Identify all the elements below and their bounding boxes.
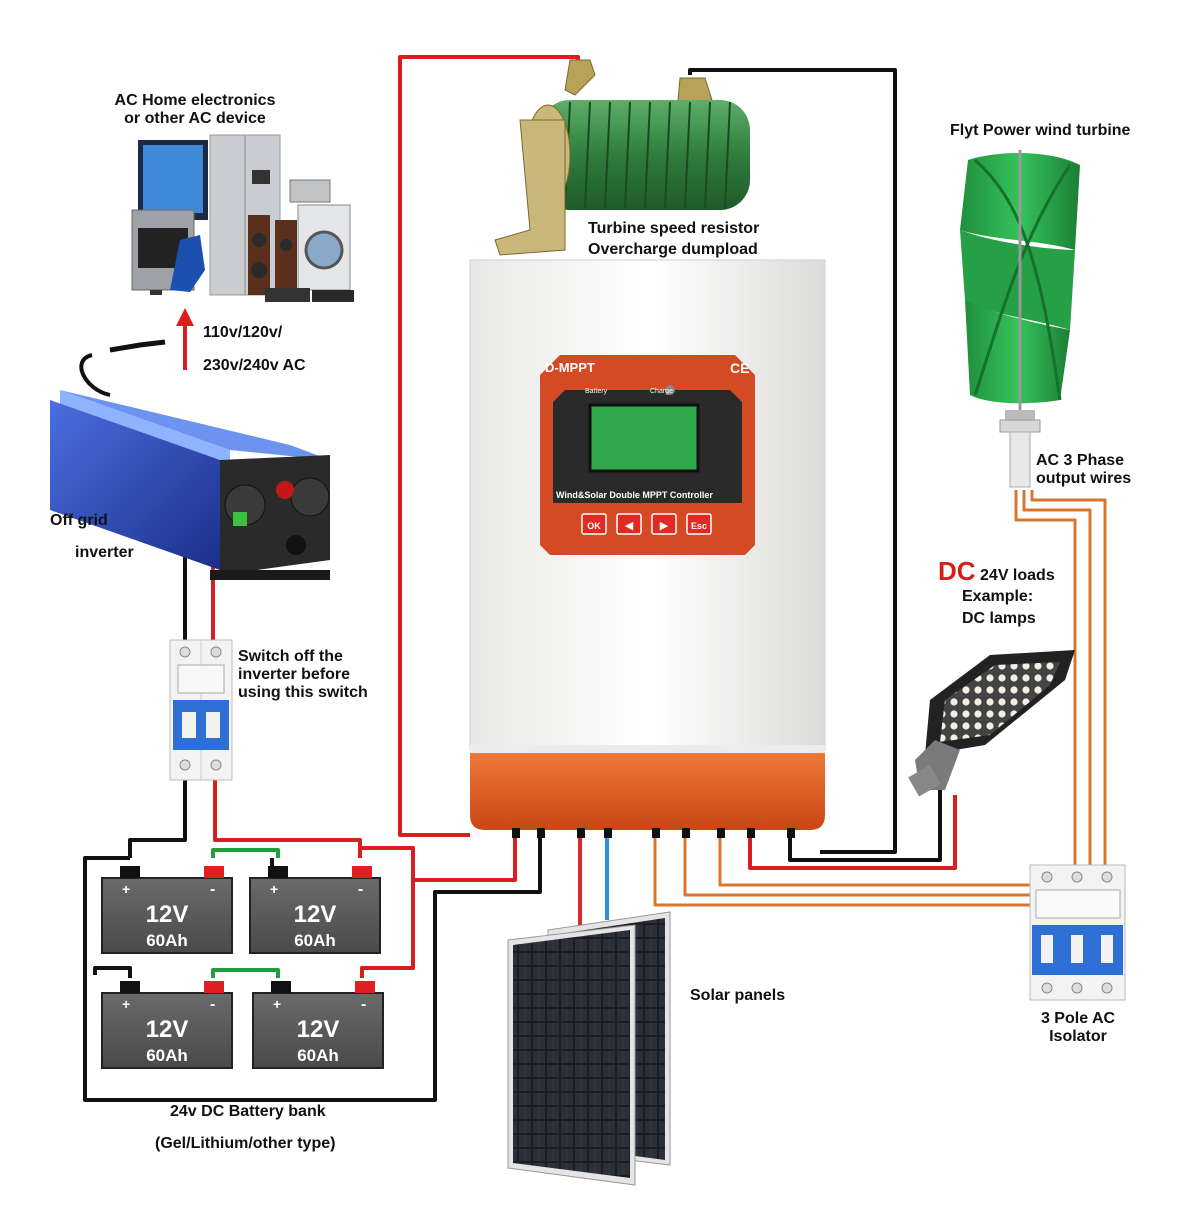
battery-4-voltage: 12V (297, 1016, 340, 1043)
controller-subtitle: Wind&Solar Double MPPT Controller (556, 490, 713, 500)
battery-3 (101, 981, 233, 1069)
turbine-ac-wire-b (1022, 490, 1092, 865)
dc-load-red-wire (748, 795, 957, 870)
solar-panels-label: Solar panels (690, 987, 786, 1004)
switch-negative-wire (128, 778, 187, 858)
switch-label-line2: inverter before (238, 666, 351, 683)
dc-example-line1: Example: (962, 588, 1034, 605)
inverter-illustration (50, 339, 330, 580)
ac-voltage-label-line1: 110v/120v/ (203, 324, 283, 341)
esc-button: Esc (691, 521, 707, 531)
controller-brand: D-MPPT (545, 360, 595, 375)
battery-2-capacity: 60Ah (294, 931, 336, 950)
ac-appliances-illustration (131, 134, 354, 302)
bank-red-link (358, 846, 415, 978)
isolator-label-line2: Isolator (1049, 1028, 1107, 1045)
battery-3-voltage: 12V (146, 1016, 189, 1043)
dc-street-lamp-illustration (908, 650, 1075, 797)
ac-wires-label-line2: output wires (1036, 470, 1132, 487)
dumpload-black-wire (688, 68, 897, 854)
dc-load-black-wire (788, 790, 942, 862)
ac-wires-label-line1: AC 3 Phase (1036, 452, 1125, 469)
battery-1-voltage: 12V (146, 901, 189, 928)
ac-isolator-illustration (1029, 864, 1126, 1001)
series-link-top (211, 848, 280, 858)
switch-positive-wire (213, 778, 362, 848)
ac-wire-2 (683, 835, 1040, 897)
turbine-ac-wire-c (1030, 490, 1107, 865)
left-button: ◀ (625, 520, 634, 532)
controller-cert: CE (730, 360, 749, 376)
resistor-label: Turbine speed resistor Overcharge dumplo… (588, 218, 759, 260)
inverter-label-line2: inverter (75, 544, 134, 561)
turbine-ac-wire-a (1014, 490, 1077, 865)
charge-indicator-label: Charge (650, 388, 673, 395)
ac-voltage-label-line2: 230v/240v AC (203, 357, 306, 374)
battery-4-minus: - (361, 996, 366, 1013)
ac-wire-1 (653, 835, 1045, 907)
ok-button: OK (587, 521, 601, 531)
isolator-label-line1: 3 Pole AC (1040, 1010, 1116, 1027)
battery-3-plus: + (122, 996, 130, 1012)
resistor-label-line1: Turbine speed resistor (588, 220, 760, 237)
turbine-label: Flyt Power wind turbine (950, 122, 1131, 139)
battery-negative-wire (83, 835, 542, 1102)
dc-prefix: DC (938, 556, 976, 586)
battery-2-minus: - (358, 881, 363, 898)
ac-device-label-line1: AC Home electronics (114, 92, 276, 109)
battery-bank-label-line2: (Gel/Lithium/other type) (155, 1135, 336, 1152)
dc-example-label-2: DC lamps (962, 610, 1036, 627)
switch-label-line3: using this switch (238, 684, 368, 701)
ac-arrow-head (176, 308, 194, 326)
battery-3-minus: - (210, 996, 215, 1013)
battery-4-plus: + (273, 996, 281, 1012)
battery-bank-label-line1: 24v DC Battery bank (170, 1103, 326, 1120)
resistor-label-line2: Overcharge dumpload (588, 241, 758, 258)
right-button: ▶ (660, 520, 669, 532)
ac-device-label: AC Home electronics or other AC device (100, 92, 290, 128)
mppt-controller (469, 259, 826, 838)
battery-1-capacity: 60Ah (146, 931, 188, 950)
dc-breaker-illustration (169, 639, 233, 781)
dc-loads-label: DC 24V loads (938, 558, 1055, 589)
battery-2-voltage: 12V (294, 901, 337, 928)
wind-turbine-illustration (960, 150, 1080, 488)
ac-device-label-line2: or other AC device (124, 110, 266, 127)
battery-1-plus: + (122, 881, 130, 897)
switch-label: Switch off the inverter before using thi… (238, 648, 368, 702)
dumpload-resistor-illustration (494, 59, 750, 256)
battery-2-plus: + (270, 881, 278, 897)
dc-loads-text: 24V loads (980, 567, 1055, 584)
battery-4-capacity: 60Ah (297, 1046, 339, 1065)
battery-3-capacity: 60Ah (146, 1046, 188, 1065)
battery-4 (252, 981, 384, 1069)
battery-positive-wire (413, 835, 517, 882)
battery-1 (101, 866, 233, 954)
battery-1-minus: - (210, 881, 215, 898)
battery-2 (249, 866, 381, 954)
ac-wires-label: AC 3 Phase output wires (1036, 452, 1131, 488)
switch-label-line1: Switch off the (238, 648, 343, 665)
dc-example-label: Example: (962, 588, 1033, 606)
series-link-bottom (211, 968, 280, 978)
battery-indicator-label: Battery (585, 388, 608, 395)
isolator-label: 3 Pole AC Isolator (1018, 1010, 1138, 1046)
ac-wire-3 (718, 835, 1035, 887)
solar-panels-illustration (507, 911, 671, 1186)
inverter-label-line1: Off grid (50, 512, 108, 529)
bank-black-link (93, 966, 132, 978)
